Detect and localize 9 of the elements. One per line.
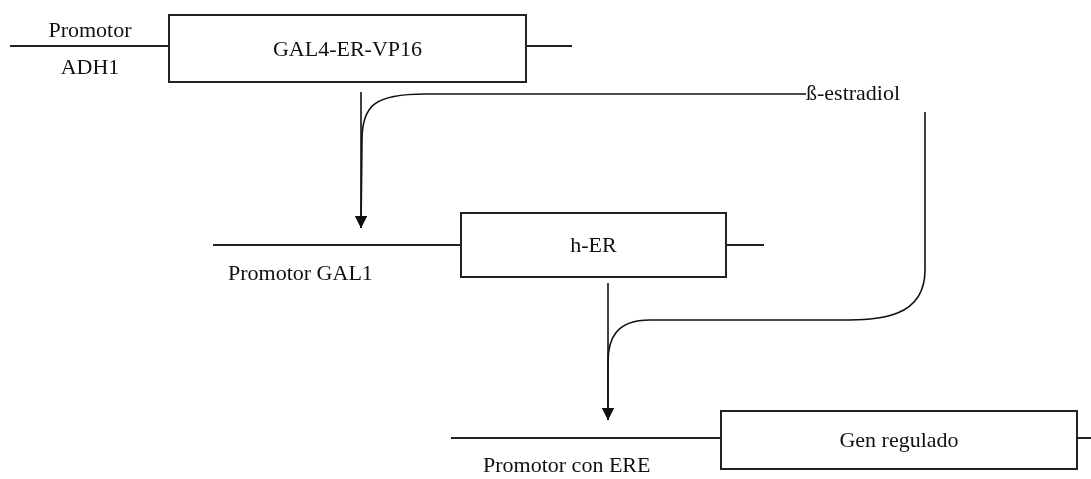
promoter-label: Promotor con ERE xyxy=(483,452,651,478)
gene-box: h-ER xyxy=(460,212,727,278)
gene-box: GAL4-ER-VP16 xyxy=(168,14,527,83)
gene-box: Gen regulado xyxy=(720,410,1078,470)
promoter-label: Promotor GAL1 xyxy=(228,260,373,286)
arrow xyxy=(355,93,807,229)
arrow xyxy=(602,111,926,421)
promoter-label: Promotor ADH1 xyxy=(47,16,133,81)
inducer-label: ß-estradiol xyxy=(806,80,918,108)
